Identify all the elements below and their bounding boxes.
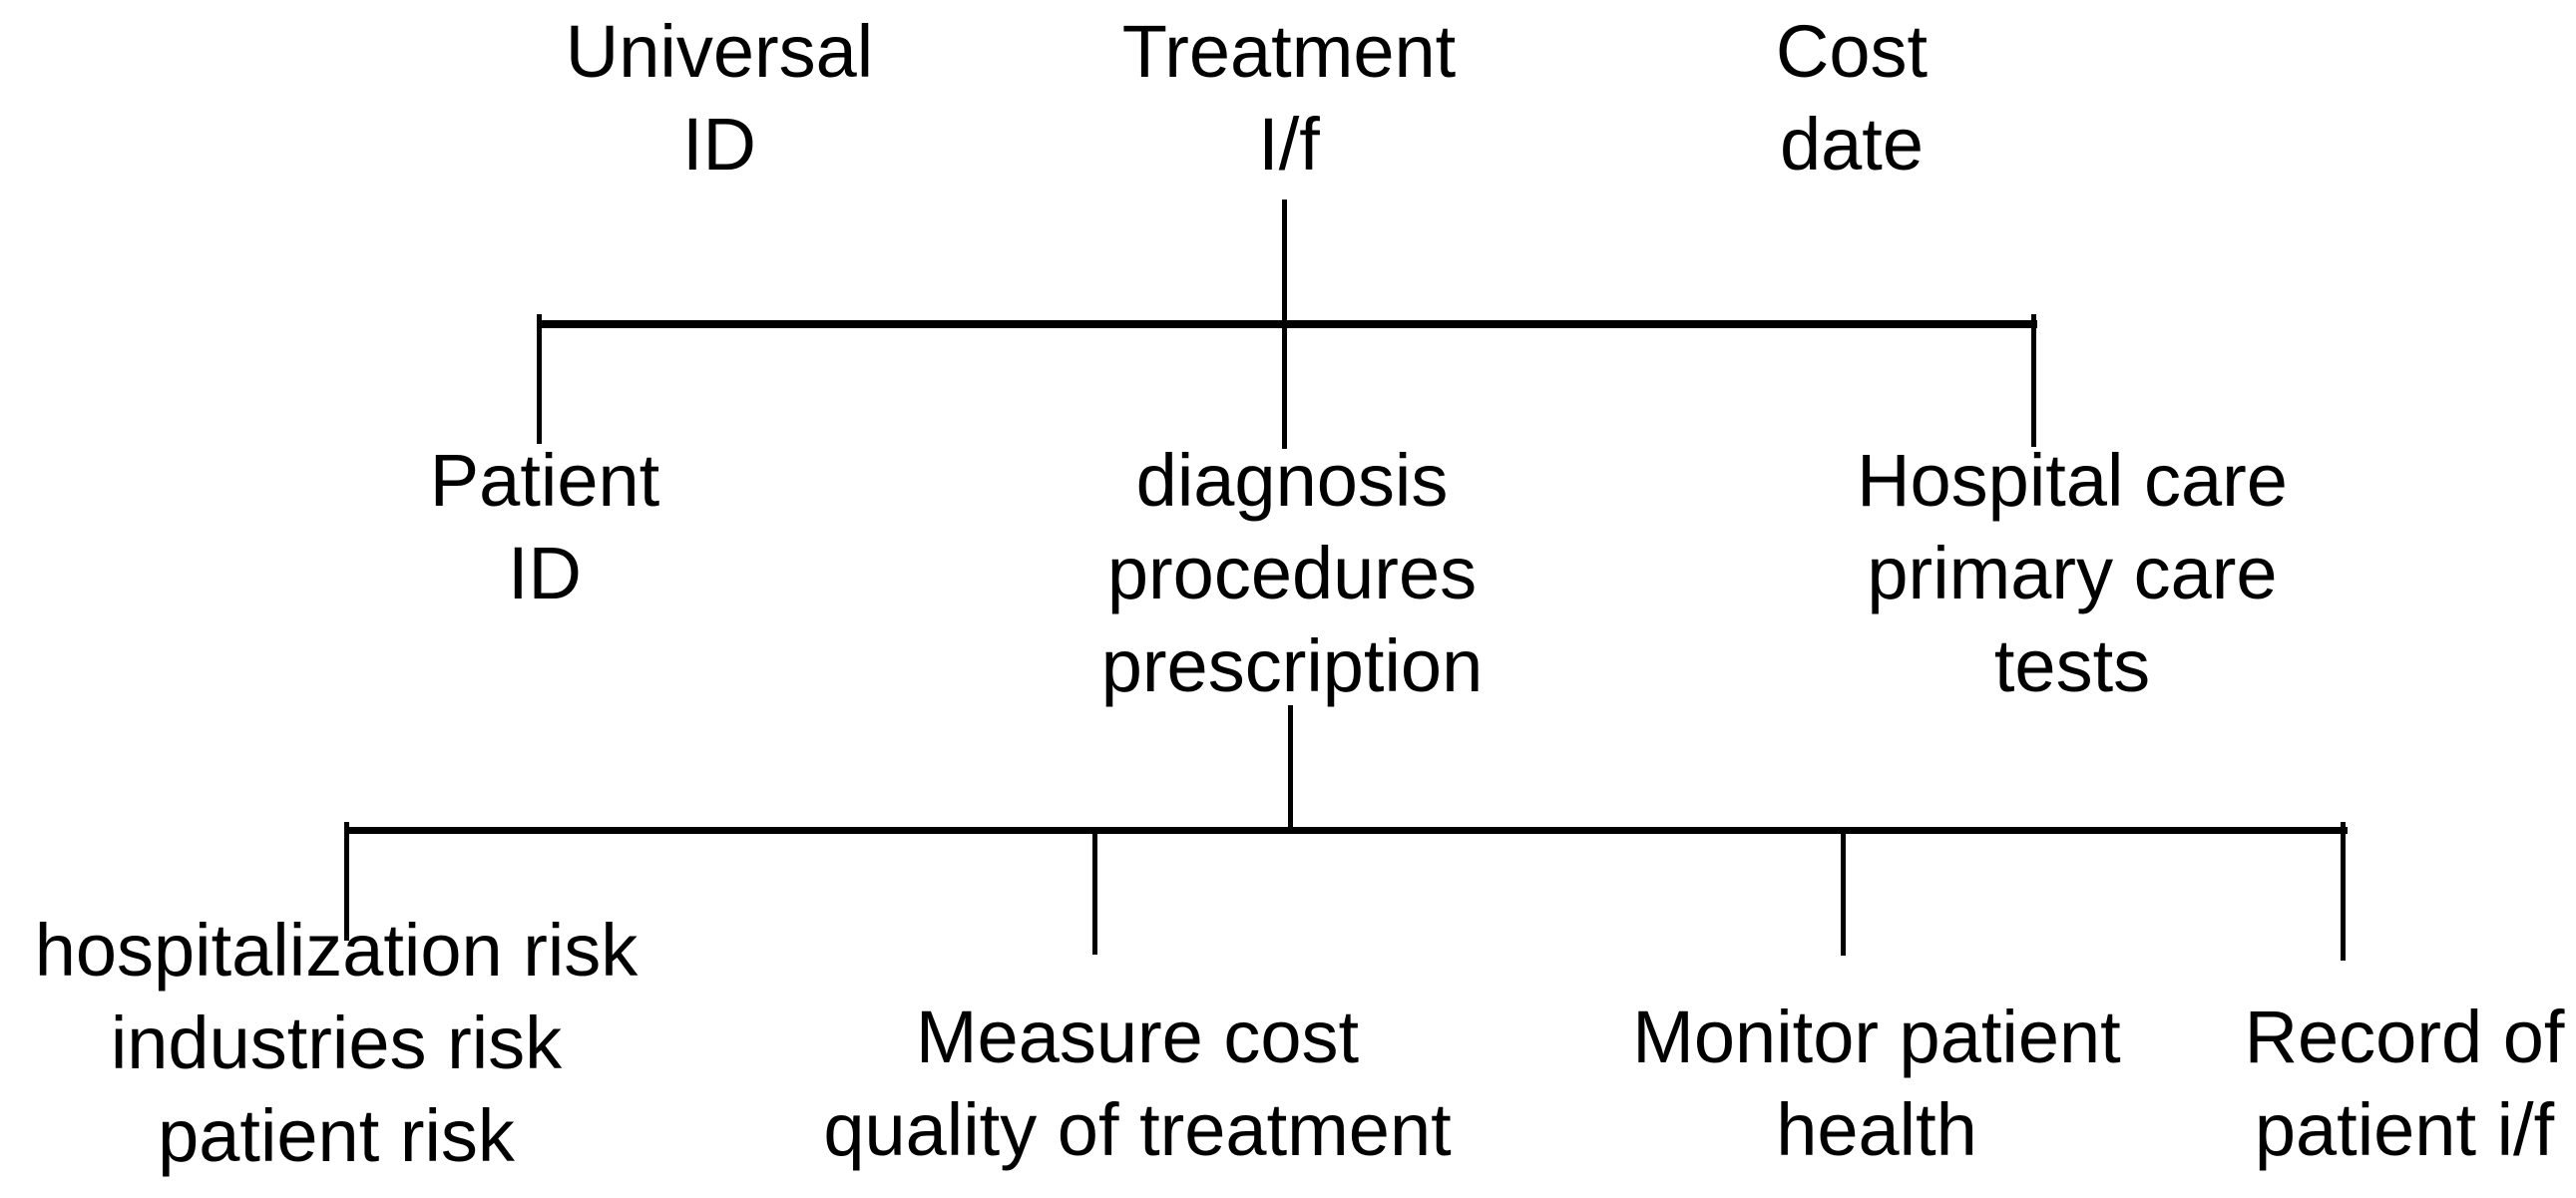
node-label-line: date [1779, 103, 1925, 186]
connector1-drop-left-line [537, 314, 542, 444]
connector1-drop-middle-line [1282, 328, 1287, 449]
node-label-line: Record of [2244, 996, 2565, 1078]
connector2-horizontal-line [344, 827, 2348, 834]
connector2-drop4-line [2341, 822, 2346, 961]
node-label-line: Universal [565, 10, 874, 93]
node-label-line: tests [1993, 624, 2151, 707]
node-label-line: health [1776, 1088, 1977, 1171]
node-label-line: Hospital care [1857, 439, 2288, 522]
node-label-line: diagnosis [1135, 439, 1449, 522]
node-measure-cost: Measure cost quality of treatment [823, 991, 1451, 1176]
node-label-line: Measure cost [915, 996, 1360, 1078]
node-cost-date: Cost date [1776, 5, 1928, 191]
node-hospital-care: Hospital care primary care tests [1857, 434, 2288, 712]
node-label-line: patient i/f [2254, 1088, 2555, 1171]
connector2-drop1-line [344, 822, 349, 941]
node-diagnosis-procedures-prescription: diagnosis procedures prescription [1101, 434, 1484, 712]
node-label-line: procedures [1106, 532, 1478, 614]
node-label-line: patient risk [158, 1094, 515, 1177]
node-risk-list: hospitalization risk industries risk pat… [35, 904, 639, 1182]
node-patient-id: Patient ID [430, 434, 659, 619]
node-label-line: primary care [1867, 532, 2278, 614]
connector2-drop3-line [1841, 834, 1846, 956]
node-label-line: Patient [429, 439, 660, 522]
node-label-line: industries risk [110, 1001, 563, 1084]
node-label-line: prescription [1100, 624, 1484, 707]
node-label-line: Monitor patient [1632, 996, 2121, 1078]
node-label-line: quality of treatment [823, 1088, 1452, 1171]
node-label-line: ID [682, 103, 756, 186]
node-label-line: I/f [1258, 103, 1320, 186]
node-universal-id: Universal ID [566, 5, 873, 191]
node-label-line: Cost [1775, 10, 1929, 93]
node-label-line: hospitalization risk [34, 909, 639, 992]
node-record-of-patient-if: Record of patient i/f [2245, 991, 2565, 1176]
connector1-stem-line [1282, 200, 1287, 324]
connector1-drop-right-line [2031, 314, 2036, 447]
node-treatment-if: Treatment I/f [1122, 5, 1456, 191]
connector1-horizontal-line [537, 320, 2037, 328]
node-monitor-patient-health: Monitor patient health [1632, 991, 2121, 1176]
node-label-line: ID [507, 532, 582, 614]
node-label-line: Treatment [1121, 10, 1457, 93]
connector2-drop2-line [1092, 834, 1097, 955]
connector2-stem-line [1288, 705, 1293, 829]
